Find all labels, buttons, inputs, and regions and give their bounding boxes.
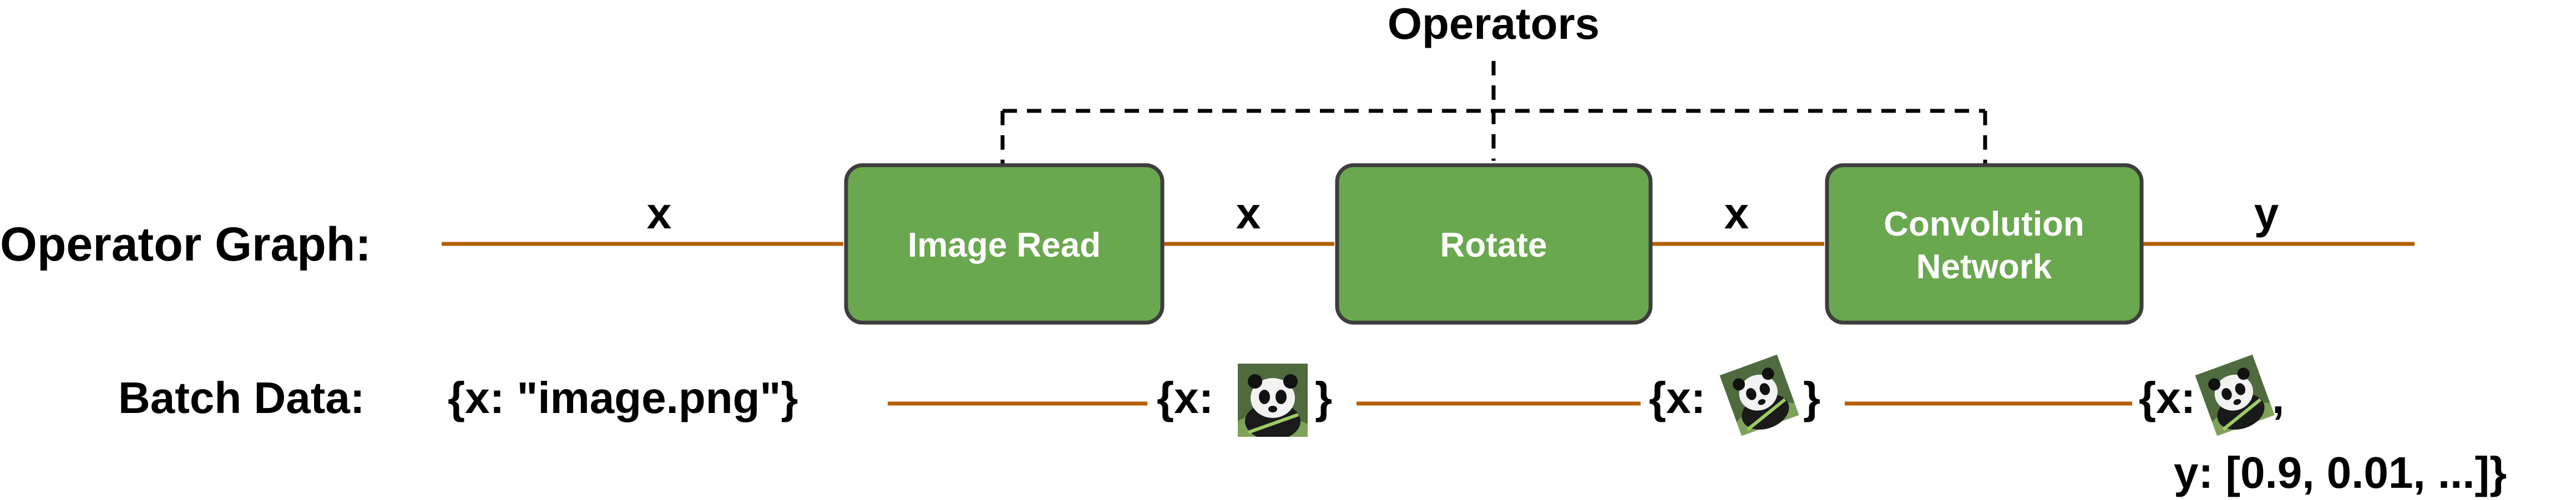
operator-label: Rotate: [1440, 226, 1547, 264]
edge-label-x2: x: [1236, 188, 1261, 238]
batch-2-prefix: {x:: [1649, 373, 1705, 422]
edge-label-y: y: [2254, 188, 2279, 238]
operators-bracket: [1000, 61, 1987, 165]
edge-label-x1: x: [647, 188, 672, 238]
batch-1-prefix: {x:: [1157, 373, 1213, 422]
batch-data-label: Batch Data:: [118, 373, 365, 422]
panda-image-rotated-thumbnail: [1719, 354, 1799, 436]
panda-image-rotated-thumbnail: [2195, 354, 2275, 436]
operator-label-line2: Network: [1916, 248, 2052, 286]
operator-convolution-network: Convolution Network: [1825, 163, 2144, 325]
operator-graph-label: Operator Graph:: [0, 218, 371, 271]
edge-label-x3: x: [1724, 188, 1749, 238]
operator-label-line1: Convolution: [1884, 205, 2084, 243]
operator-image-read: Image Read: [844, 163, 1165, 325]
operators-title: Operators: [1388, 0, 1600, 48]
batch-3-label-line2: y: [0.9, 0.01, ...]}: [2174, 448, 2507, 497]
batch-0-text: {x: "image.png"}: [448, 373, 798, 422]
batch-1-suffix: }: [1315, 373, 1332, 422]
panda-image-thumbnail: [1238, 364, 1308, 437]
batch-3-suffix: ,: [2272, 373, 2284, 422]
batch-2-suffix: }: [1803, 373, 1820, 422]
operator-label: Image Read: [908, 226, 1101, 264]
operator-rotate: Rotate: [1335, 163, 1653, 325]
batch-3-prefix: {x:: [2139, 373, 2195, 422]
